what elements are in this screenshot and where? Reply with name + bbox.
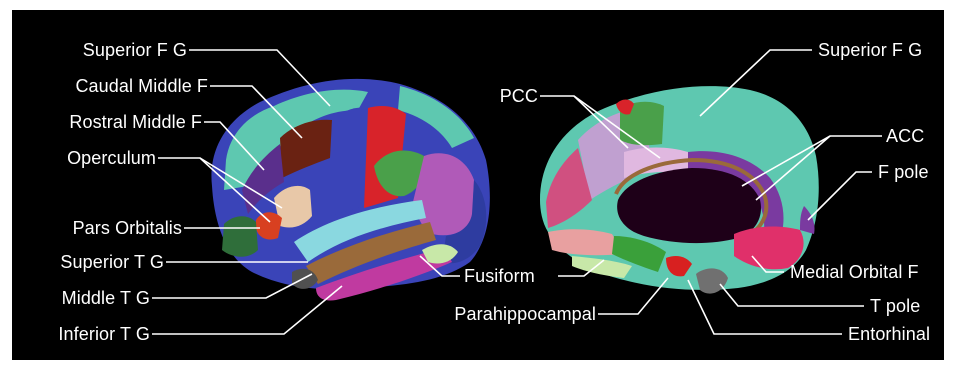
pars-orbitalis-region (256, 212, 282, 239)
label-pars-orbitalis: Pars Orbitalis (73, 218, 182, 238)
medial-hemisphere (540, 86, 819, 293)
label-t-pole: T pole (870, 296, 920, 316)
label-rostral-middle-f: Rostral Middle F (69, 112, 202, 132)
label-superior-fg-right: Superior F G (818, 40, 922, 60)
leader-inferior-tg (152, 286, 342, 334)
label-superior-fg-left: Superior F G (83, 40, 187, 60)
label-inferior-tg: Inferior T G (58, 324, 150, 344)
label-entorhinal: Entorhinal (848, 324, 930, 344)
label-fusiform: Fusiform (464, 266, 535, 286)
temporal-pole-region (696, 268, 728, 293)
label-operculum: Operculum (67, 148, 156, 168)
label-superior-tg: Superior T G (60, 252, 164, 272)
figure-panel: Superior F G Caudal Middle F Rostral Mid… (12, 10, 944, 360)
label-parahippocampal: Parahippocampal (454, 304, 596, 324)
label-acc: ACC (886, 126, 924, 146)
label-caudal-middle-f: Caudal Middle F (75, 76, 208, 96)
label-f-pole: F pole (878, 162, 929, 182)
label-middle-tg: Middle T G (62, 288, 150, 308)
precentral-region (330, 108, 368, 217)
lateral-orbitofrontal-region (222, 216, 258, 257)
label-medial-orbital-f: Medial Orbital F (790, 262, 919, 282)
label-pcc: PCC (500, 86, 538, 106)
